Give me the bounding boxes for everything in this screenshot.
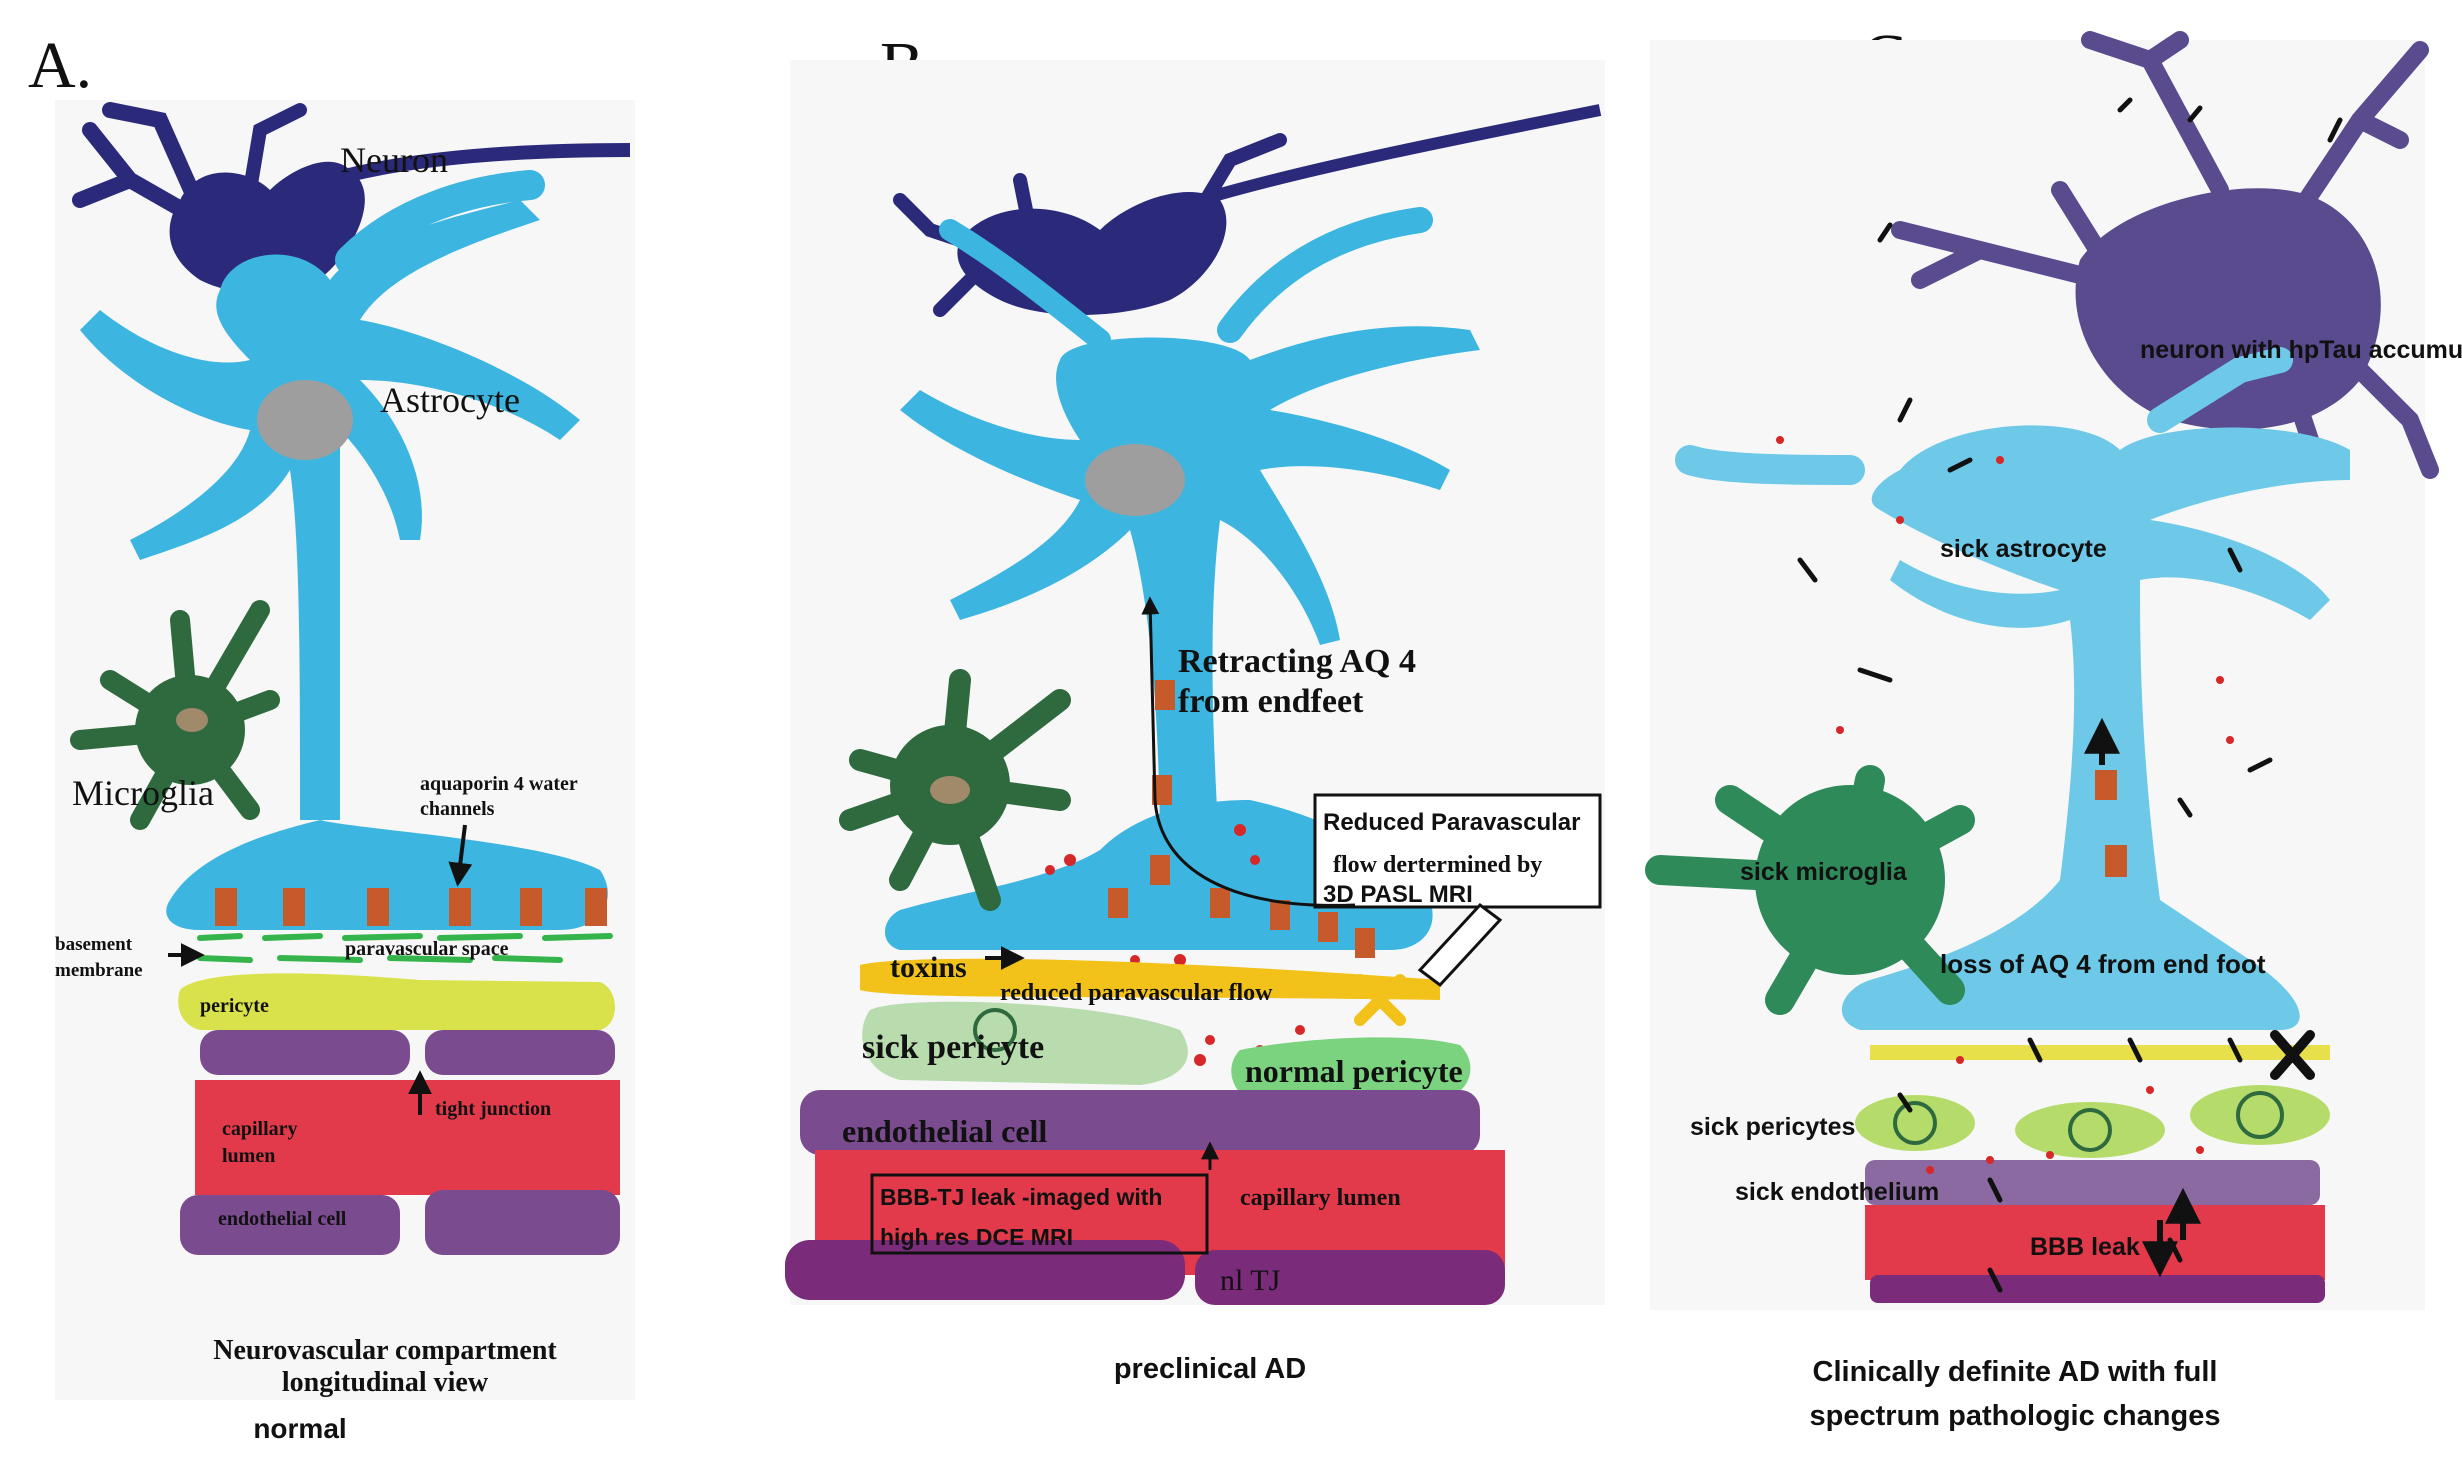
endothelial-top-a — [200, 1030, 410, 1075]
label-pericytes-c: sick pericytes — [1690, 1113, 1855, 1141]
panel-a-letter: A. — [28, 29, 93, 102]
capillary-lumen-a — [195, 1080, 620, 1195]
sick-pericyte-c-2 — [2015, 1102, 2165, 1158]
retracting-arrow-b — [1141, 596, 1356, 907]
label-paravascular-a: paravascular space — [345, 938, 509, 960]
sick-endothelium-c — [1865, 1160, 2320, 1205]
label-endothelial-a: endothelial cell — [218, 1208, 347, 1230]
bbb-leak-box-b — [870, 1173, 1209, 1255]
label-retracting-b2: from endfeet — [1178, 683, 1364, 720]
caption-a-normal: normal — [253, 1413, 347, 1444]
label-capillary-b: capillary lumen — [1240, 1185, 1401, 1211]
label-sick-pericyte-b: sick pericyte — [862, 1029, 1044, 1066]
caption-a: Neurovascular compartment longitudinal v… — [150, 1335, 620, 1399]
endothelial-bottom-b2 — [1195, 1250, 1505, 1305]
label-capillary-a: capillary — [222, 1118, 298, 1140]
label-endothelium-c: sick endothelium — [1735, 1178, 1939, 1206]
aquaporin-c-2 — [2105, 845, 2127, 877]
caption-a-line1: Neurovascular compartment — [213, 1335, 557, 1366]
toxin-dots-c — [1776, 436, 2234, 1174]
label-reduced-box-3: 3D PASL MRI — [1323, 881, 1473, 908]
caption-a-line2: longitudinal view — [281, 1367, 489, 1398]
sick-pericyte-c-3 — [2190, 1085, 2330, 1145]
endothelium-bottom-c — [1870, 1275, 2325, 1303]
caption-b: preclinical AD — [1113, 1353, 1307, 1385]
label-microglia-a: Microglia — [72, 773, 214, 813]
label-tight-junction-a: tight junction — [435, 1098, 551, 1120]
tau-fragments-c — [1797, 97, 2343, 1293]
endothelial-top-a2 — [425, 1030, 615, 1075]
label-bbb-c: BBB leak — [2030, 1233, 2140, 1261]
label-toxins-b: toxins — [890, 951, 967, 984]
label-microglia-c: sick microglia — [1740, 858, 1908, 886]
label-reduced-box-1: Reduced Paravascular — [1323, 809, 1580, 836]
label-neuron-c: neuron with hpTau accumulating — [2140, 336, 2462, 364]
label-basement-a2: membrane — [55, 960, 143, 981]
caption-c: Clinically definite AD with full spectru… — [1700, 1350, 2330, 1438]
label-basement-a: basement — [55, 934, 133, 955]
neuron-a — [72, 102, 631, 294]
label-neuron-a: Neuron — [340, 140, 448, 180]
capillary-lumen-c — [1865, 1205, 2325, 1280]
panel-c: neuron with hpTau accumulating sick astr… — [1645, 31, 2462, 1303]
label-bbb-box-1: BBB-TJ leak -imaged with — [880, 1184, 1162, 1210]
label-bbb-box-2: high res DCE MRI — [880, 1224, 1073, 1250]
endothelial-bottom-b — [785, 1240, 1185, 1300]
reduced-flow-box-b — [1313, 793, 1602, 909]
microglia-a — [70, 600, 280, 830]
label-pericyte-a: pericyte — [200, 995, 269, 1017]
label-loss-c: loss of AQ 4 from end foot — [1940, 949, 2266, 979]
label-retracting-b: Retracting AQ 4 — [1178, 643, 1416, 680]
aquaporin-channels-a — [215, 888, 607, 926]
panel-a: Neuron Astrocyte Microglia aquaporin 4 w… — [55, 102, 631, 1255]
aquaporin-c-1 — [2095, 770, 2117, 800]
blocked-flow-x-b — [1354, 974, 1406, 1026]
endothelial-bottom-a2 — [425, 1190, 620, 1255]
label-astrocyte-a: Astrocyte — [380, 380, 520, 420]
label-normal-pericyte-b: normal pericyte — [1245, 1053, 1463, 1089]
microglia-b — [839, 669, 1071, 911]
neuron-c — [1891, 31, 2439, 479]
panel-b: Retracting AQ 4 from endfeet Reduced Par… — [785, 104, 1602, 1305]
caption-c-line1: Clinically definite AD with full — [1812, 1356, 2218, 1388]
pericyte-a — [178, 973, 615, 1030]
blocked-flow-x-c — [2270, 1030, 2315, 1080]
sick-pericyte-c-1 — [1855, 1095, 1975, 1151]
basement-membrane-a — [197, 933, 613, 963]
arrow-aquaporin-a — [448, 824, 473, 887]
label-reduced-box-2: flow dertermined by — [1333, 852, 1542, 878]
flow-band-c — [1870, 1045, 2330, 1060]
reduced-flow-pointer-b — [1417, 902, 1503, 988]
label-endothelial-b: endothelial cell — [842, 1113, 1047, 1149]
endothelial-b — [800, 1090, 1480, 1155]
endothelial-bottom-a — [180, 1195, 400, 1255]
astrocyte-a — [80, 170, 608, 930]
label-astrocyte-c: sick astrocyte — [1940, 535, 2107, 563]
microglia-c — [1645, 765, 1975, 1015]
normal-pericyte-b — [1231, 1037, 1471, 1100]
caption-c-line2: spectrum pathologic changes — [1809, 1400, 2221, 1432]
label-nl-tj-b: nl TJ — [1220, 1264, 1281, 1297]
label-reduced-flow-b: reduced paravascular flow — [1000, 980, 1273, 1006]
label-aquaporin-a: aquaporin 4 water — [420, 773, 578, 795]
label-capillary-a2: lumen — [222, 1145, 275, 1167]
sick-pericyte-b — [862, 1001, 1188, 1085]
aquaporin-channels-b — [1108, 680, 1375, 958]
label-aquaporin-a2: channels — [420, 798, 495, 820]
